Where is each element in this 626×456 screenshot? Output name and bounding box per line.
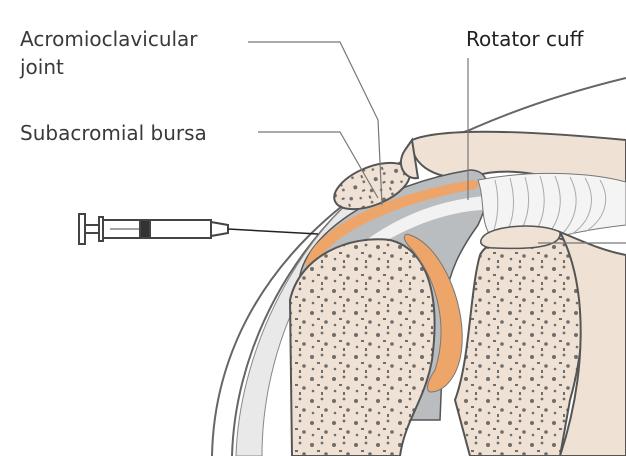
- label-ac-joint-1: Acromioclavicular: [20, 27, 198, 51]
- label-subacromial-bursa: Subacromial bursa: [20, 121, 207, 145]
- label-ac-joint-2: joint: [20, 55, 64, 79]
- acromion-tip: [399, 137, 420, 180]
- scapula-right: [557, 230, 626, 456]
- humerus: [288, 238, 436, 456]
- leader-lines: [248, 41, 626, 244]
- label-rotator-cuff: Rotator cuff: [466, 27, 584, 51]
- subacromial-bursa: [305, 180, 479, 270]
- scapula: [453, 234, 584, 456]
- syringe: [78, 213, 319, 245]
- rotator-cuff: [477, 172, 626, 239]
- cartilage: [362, 196, 485, 248]
- glenoid-cartilage: [403, 233, 463, 393]
